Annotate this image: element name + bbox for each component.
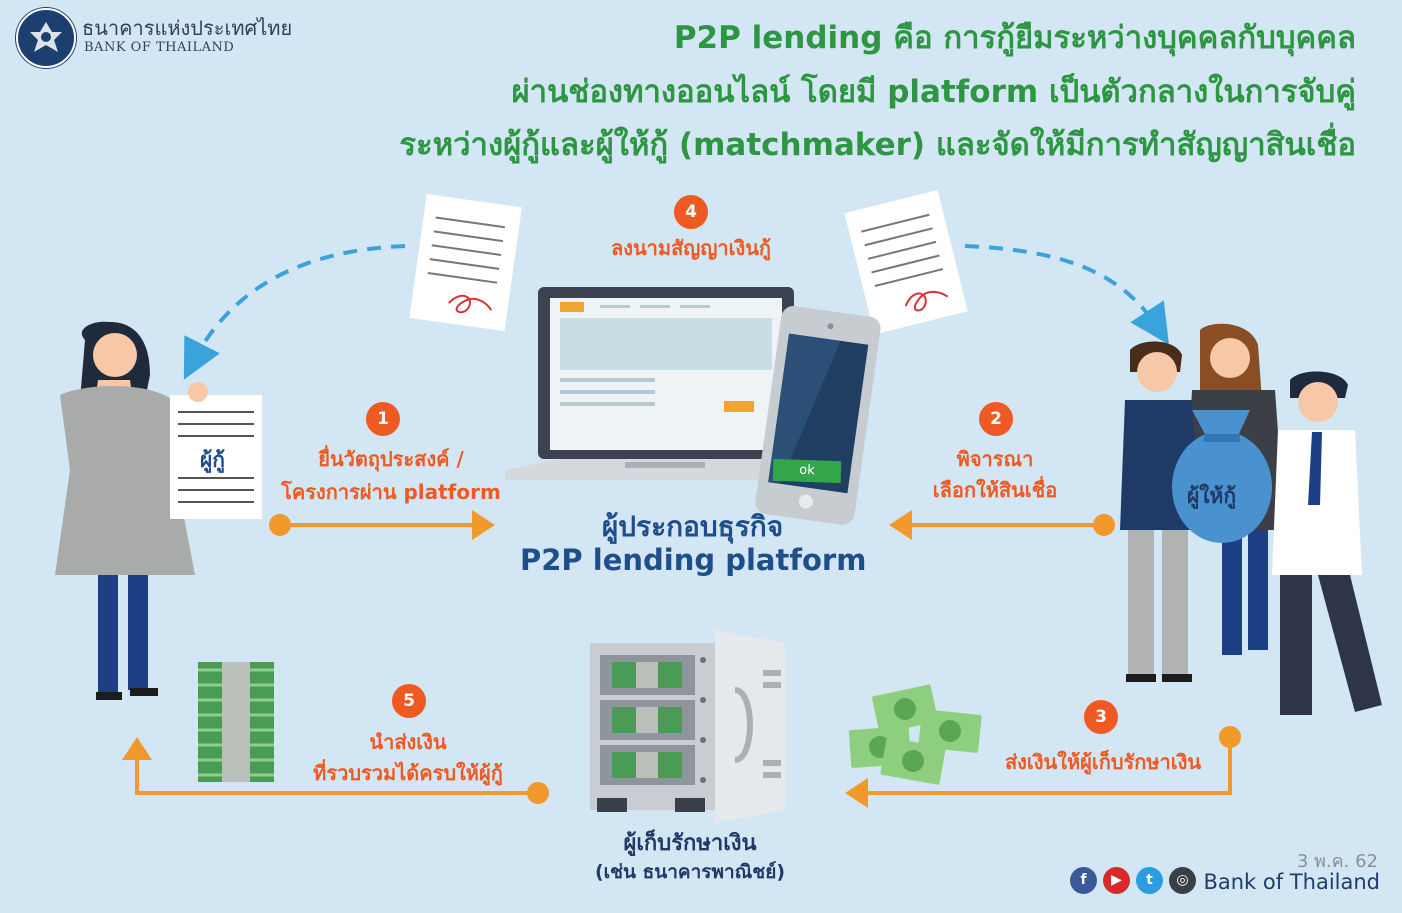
lender-group-icon — [1120, 323, 1382, 715]
safe-vault-icon — [590, 630, 785, 823]
step-1-label-line-2: โครงการผ่าน platform — [281, 480, 501, 504]
step-2-label-line-2: เลือกให้สินเชื่อ — [932, 478, 1058, 502]
arrow-step-5 — [122, 737, 549, 804]
youtube-icon[interactable]: ▶ — [1103, 867, 1130, 894]
step-5-label-line-2: ที่รวบรวมได้ครบให้ผู้กู้ — [313, 761, 503, 785]
headline-line-1: P2P lending คือ การกู้ยืมระหว่างบุคคลกับ… — [673, 20, 1356, 56]
dashed-arrow-left — [183, 244, 406, 380]
garuda-emblem-icon — [30, 22, 62, 52]
step-1-label-line-1: ยื่นวัตถุประสงค์ / — [318, 447, 464, 471]
step-3-label: ส่งเงินให้ผู้เก็บรักษาเงิน — [1004, 750, 1202, 774]
website-icon[interactable]: ◎ — [1169, 867, 1196, 894]
laptop-icon — [505, 287, 830, 480]
step-1-badge: 1 — [366, 402, 400, 436]
contract-paper-left-icon — [409, 194, 522, 332]
arrow-step-3 — [845, 726, 1241, 808]
step-4-badge: 4 — [674, 195, 708, 229]
logo-english-name: BANK OF THAILAND — [84, 40, 235, 55]
arrow-step-1 — [269, 510, 495, 540]
banknotes-right-icon — [848, 684, 982, 785]
step-4-label: ลงนามสัญญาเงินกู้ — [610, 236, 771, 260]
step-3-badge: 3 — [1084, 700, 1118, 734]
bot-logo — [16, 8, 76, 68]
step-5-label-line-1: นำส่งเงิน — [369, 730, 447, 754]
platform-title-line-1: ผู้ประกอบธุรกิจ — [601, 510, 784, 543]
headline-line-3: ระหว่างผู้กู้และผู้ให้กู้ (matchmaker) แ… — [399, 127, 1356, 163]
headline-line-2: ผ่านช่องทางออนไลน์ โดยมี platform เป็นตั… — [511, 74, 1356, 110]
logo-thai-name: ธนาคารแห่งประเทศไทย — [82, 16, 293, 40]
facebook-icon[interactable]: f — [1070, 867, 1097, 894]
footer-brand: Bank of Thailand — [1203, 870, 1380, 894]
twitter-icon[interactable]: t — [1136, 867, 1163, 894]
dashed-arrow-right — [964, 244, 1169, 345]
platform-title-line-2: P2P lending platform — [520, 543, 867, 577]
step-2-badge: 2 — [979, 402, 1013, 436]
step-2-label-line-1: พิจารณา — [956, 447, 1034, 471]
phone-ok-button[interactable]: ok — [772, 458, 842, 484]
arrow-step-2 — [889, 510, 1115, 540]
publish-date: 3 พ.ค. 62 — [1296, 851, 1378, 872]
step-5-badge: 5 — [392, 684, 426, 718]
custodian-title: ผู้เก็บรักษาเงิน — [623, 831, 757, 856]
borrower-person-icon — [55, 321, 262, 700]
borrower-label: ผู้กู้ — [200, 448, 226, 472]
contract-paper-right-icon — [844, 189, 968, 335]
lender-label: ผู้ให้กู้ — [1187, 484, 1237, 508]
custodian-subtitle: (เช่น ธนาคารพาณิชย์) — [594, 861, 786, 883]
cash-stacks-left-icon — [198, 662, 274, 782]
